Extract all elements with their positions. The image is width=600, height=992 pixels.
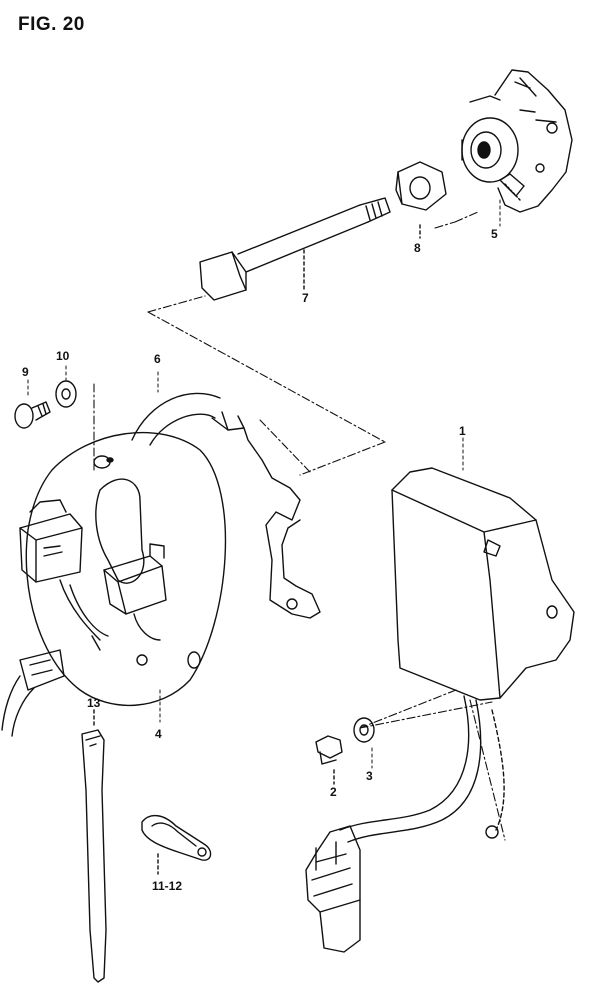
part-6-bracket [131, 392, 321, 619]
part-2-screw [315, 735, 343, 785]
part-3-washer [353, 717, 375, 743]
part-1-control-box [305, 467, 575, 953]
part-13-tie-strap [81, 709, 107, 983]
part-4-stator-plate [1, 431, 227, 737]
part-9-screw [14, 401, 51, 429]
callout-11-12: 11-12 [152, 879, 183, 893]
callout-8: 8 [414, 241, 421, 255]
part-10-washer [55, 380, 77, 408]
callout-5: 5 [491, 227, 498, 241]
callout-13: 13 [87, 696, 101, 710]
callout-4: 4 [155, 727, 162, 741]
callout-2: 2 [330, 785, 337, 799]
callout-1: 1 [459, 424, 466, 438]
callout-3: 3 [366, 769, 373, 783]
callout-10: 10 [56, 349, 70, 363]
callout-leaders [27, 199, 501, 769]
part-5-pickup-assembly [461, 69, 573, 213]
part-11-12-clamp [141, 815, 212, 875]
part-8-hex-nut [395, 161, 447, 239]
callout-7: 7 [302, 291, 309, 305]
callout-6: 6 [154, 352, 161, 366]
figure-title: FIG. 20 [18, 14, 85, 35]
assembly-lines [93, 211, 506, 841]
part-7-long-bolt [199, 197, 391, 301]
callout-9: 9 [22, 365, 29, 379]
